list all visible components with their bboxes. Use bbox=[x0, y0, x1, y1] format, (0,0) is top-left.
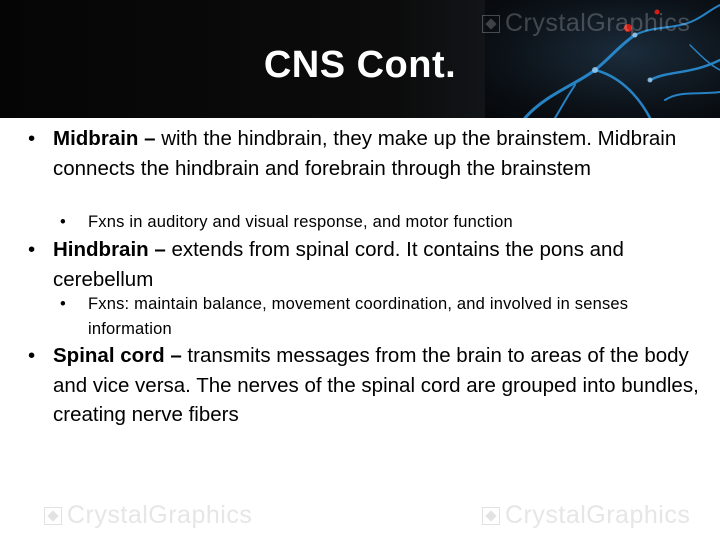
watermark-text: CrystalGraphics bbox=[505, 501, 691, 529]
watermark-text: CrystalGraphics bbox=[505, 9, 691, 37]
sub-bullet-hindbrain: • Fxns: maintain balance, movement coord… bbox=[60, 292, 680, 341]
bullet-body: extends from spinal cord. It contains th… bbox=[53, 238, 624, 291]
bullet-text: Spinal cord – transmits messages from th… bbox=[53, 341, 703, 430]
bullet-icon: • bbox=[28, 344, 36, 367]
bullet-spinal-cord: • Spinal cord – transmits messages from … bbox=[28, 341, 703, 430]
bullet-term: Spinal cord – bbox=[53, 344, 182, 367]
sub-bullet-icon: • bbox=[60, 295, 66, 313]
bullet-body: transmits messages from the brain to are… bbox=[53, 344, 699, 426]
bullet-midbrain: • Midbrain – with the hindbrain, they ma… bbox=[28, 124, 703, 183]
sub-bullet-icon: • bbox=[60, 213, 66, 231]
watermark-bottom-left: CrystalGraphics bbox=[44, 501, 252, 530]
watermark-top: CrystalGraphics bbox=[482, 9, 690, 38]
watermark-bottom-right: CrystalGraphics bbox=[482, 501, 690, 530]
sub-bullet-text: Fxns in auditory and visual response, an… bbox=[88, 213, 513, 231]
bullet-term: Hindbrain – bbox=[53, 238, 166, 261]
slide-title: CNS Cont. bbox=[263, 44, 457, 86]
sub-bullet-text: Fxns: maintain balance, movement coordin… bbox=[88, 295, 629, 338]
crystalgraphics-logo-icon bbox=[482, 506, 500, 525]
bullet-hindbrain: • Hindbrain – extends from spinal cord. … bbox=[28, 235, 703, 294]
crystalgraphics-logo-icon bbox=[44, 506, 62, 525]
slide-header: CrystalGraphics CNS Cont. bbox=[0, 0, 720, 118]
bullet-term: Midbrain – bbox=[53, 127, 156, 150]
sub-bullet-midbrain: • Fxns in auditory and visual response, … bbox=[60, 210, 680, 235]
bullet-text: Midbrain – with the hindbrain, they make… bbox=[53, 124, 703, 183]
neuron-graphic bbox=[523, 4, 720, 118]
crystalgraphics-logo-icon bbox=[482, 14, 500, 33]
neuron-illustration bbox=[485, 0, 720, 118]
red-synapse-dot-1 bbox=[624, 24, 632, 32]
bullet-text: Hindbrain – extends from spinal cord. It… bbox=[53, 235, 703, 294]
watermark-text: CrystalGraphics bbox=[67, 501, 253, 529]
bullet-body: with the hindbrain, they make up the bra… bbox=[53, 127, 677, 180]
bullet-icon: • bbox=[28, 127, 36, 150]
bullet-icon: • bbox=[28, 238, 36, 261]
red-synapse-dot-2 bbox=[654, 9, 660, 15]
